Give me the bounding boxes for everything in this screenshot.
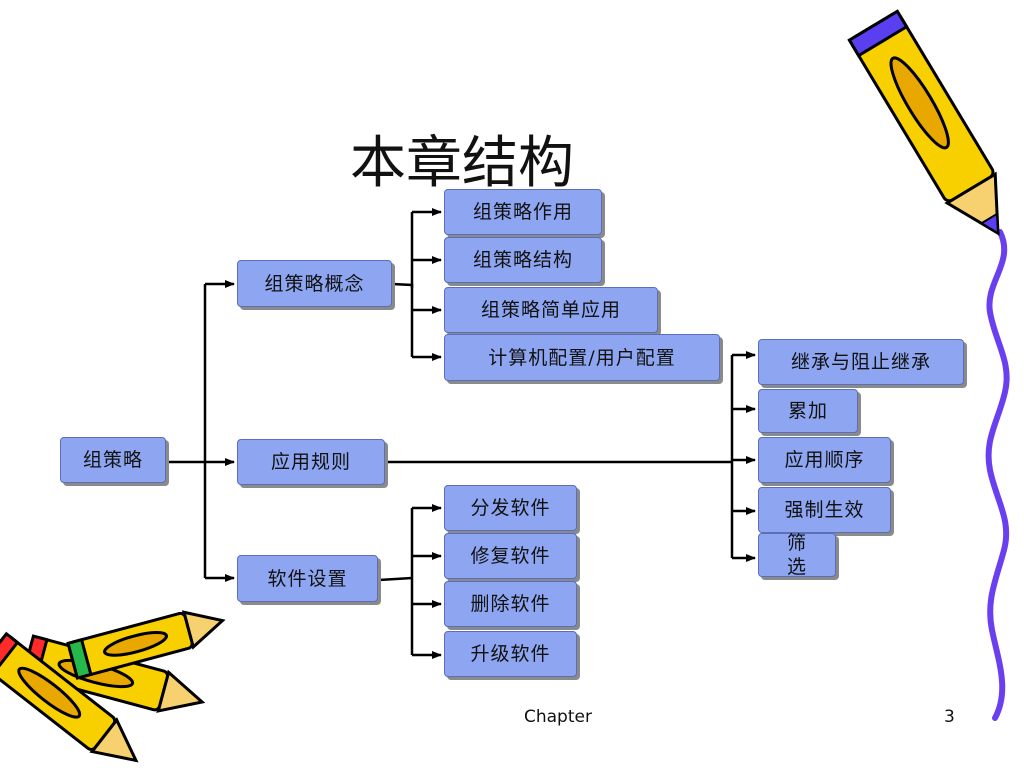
ribbon-line [985, 229, 1010, 721]
node-gp-simple: 组策略简单应用 [444, 287, 658, 333]
node-apply-rules: 应用规则 [237, 439, 385, 485]
footer-page-number: 3 [944, 707, 955, 727]
node-computer-user: 计算机配置/用户配置 [444, 334, 720, 381]
node-filter: 筛选 [758, 532, 836, 578]
node-upgrade: 升级软件 [444, 631, 577, 677]
pencil-icon [0, 631, 139, 763]
node-inherit: 继承与阻止继承 [758, 339, 964, 385]
node-remove: 删除软件 [444, 581, 577, 627]
pencil-icon [66, 610, 226, 680]
pencil-icon [847, 9, 1000, 236]
node-root: 组策略 [60, 437, 166, 483]
node-distribute: 分发软件 [444, 485, 577, 531]
node-concept: 组策略概念 [237, 260, 392, 307]
node-software: 软件设置 [237, 555, 378, 602]
node-gp-structure: 组策略结构 [444, 237, 602, 283]
node-enforce: 强制生效 [758, 487, 891, 533]
node-accumulate: 累加 [758, 389, 858, 433]
node-order: 应用顺序 [758, 437, 891, 483]
node-gp-role: 组策略作用 [444, 189, 602, 235]
slide-title: 本章结构 [350, 131, 574, 196]
node-repair: 修复软件 [444, 533, 577, 579]
footer-chapter: Chapter [524, 707, 592, 727]
